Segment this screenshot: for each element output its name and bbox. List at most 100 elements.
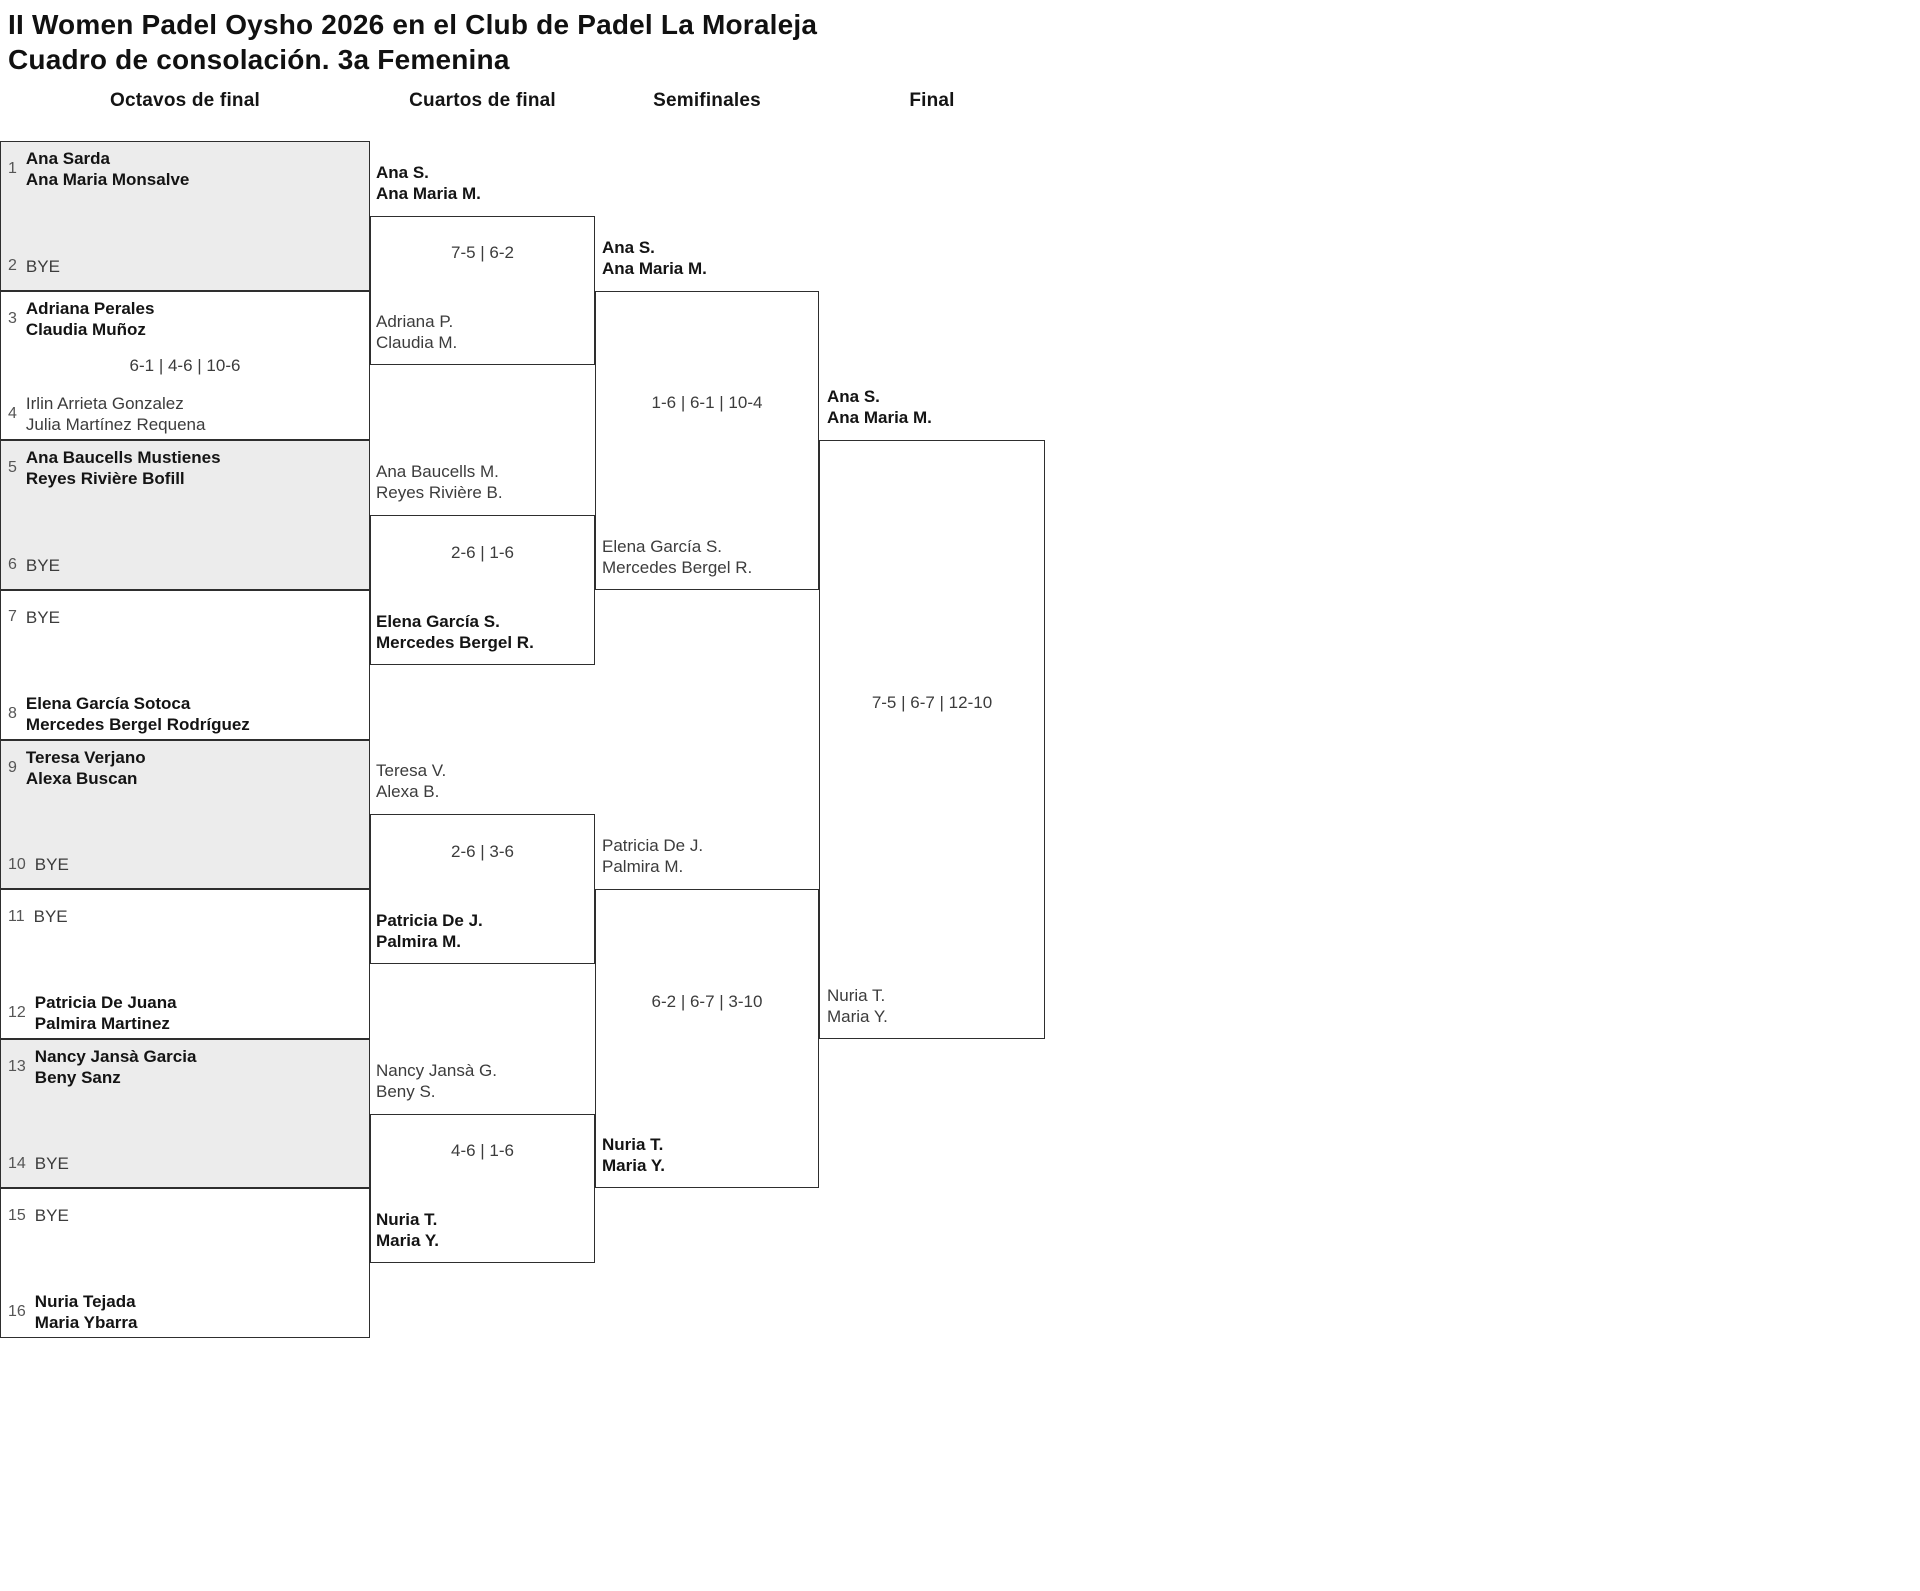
- final-match-box: [819, 440, 1045, 1039]
- team-name-line: Palmira Martinez: [34, 1013, 170, 1033]
- qf-team-label: Ana S.Ana Maria M.: [376, 162, 481, 204]
- team-name-line: Claudia M.: [376, 333, 458, 353]
- team-name-line: Ana Baucells Mustienes: [25, 448, 221, 468]
- match-score: 7-5 | 6-2: [450, 243, 514, 263]
- qf-team-label: Patricia De J.Palmira M.: [376, 910, 483, 952]
- round-header-1: Cuartos de final: [409, 90, 556, 111]
- team-name-line: Irlin Arrieta Gonzalez: [25, 394, 184, 414]
- qf-team-label: Nancy Jansà G.Beny S.: [376, 1060, 497, 1102]
- qf-team-label: Teresa V.Alexa B.: [376, 760, 446, 802]
- qf-match-box: [370, 515, 595, 665]
- team-name-line: Maria Ybarra: [34, 1313, 138, 1332]
- seed-number: 5: [8, 459, 17, 477]
- tournament-title: II Women Padel Oysho 2026 en el Club de …: [8, 9, 818, 40]
- final-team-label: Ana S.Ana Maria M.: [827, 386, 932, 428]
- team-name-line: Adriana Perales: [25, 298, 155, 318]
- team-name-line: Patricia De Juana: [34, 992, 177, 1012]
- qf-team-label: Elena García S.Mercedes Bergel R.: [376, 611, 534, 653]
- match-score: 7-5 | 6-7 | 12-10: [871, 692, 993, 712]
- seed-number: 9: [8, 758, 17, 776]
- team-name-line: Reyes Rivière B.: [376, 483, 503, 503]
- round-header-0: Octavos de final: [110, 90, 260, 111]
- sf-team-label: Nuria T.Maria Y.: [602, 1134, 665, 1176]
- seed-number: 4: [8, 405, 17, 423]
- team-slot: 11 BYE: [8, 906, 68, 927]
- seed-number: 2: [8, 257, 17, 275]
- team-name-line: Ana S.: [827, 387, 880, 407]
- team-name-line: BYE: [33, 907, 68, 927]
- team-name-line: Reyes Rivière Bofill: [25, 469, 185, 489]
- sf-match-box: [595, 290, 819, 590]
- qf-match-box: [370, 814, 595, 964]
- team-name-line: BYE: [34, 855, 69, 875]
- bye-label: BYE: [35, 1205, 69, 1226]
- round-header-3: Final: [909, 90, 955, 111]
- team-name-line: Patricia De J.: [376, 910, 483, 930]
- seed-number: 3: [8, 309, 17, 327]
- team-name-line: Palmira M.: [602, 857, 684, 877]
- team-name-line: Mercedes Bergel R.: [376, 632, 534, 652]
- team-name-line: Elena García S.: [376, 611, 500, 631]
- sf-team-label: Elena García S.Mercedes Bergel R.: [602, 536, 752, 578]
- bye-label: BYE: [35, 1153, 69, 1174]
- final-team-label: Nuria T.Maria Y.: [827, 985, 888, 1027]
- team-name-line: BYE: [34, 1206, 69, 1226]
- team-name-line: Nuria T.: [376, 1210, 438, 1230]
- bye-label: BYE: [35, 854, 69, 875]
- team-name-line: Mercedes Bergel R.: [602, 557, 753, 577]
- team-name-line: Nuria Tejada: [34, 1292, 136, 1311]
- team-name-line: Claudia Muñoz: [25, 319, 146, 339]
- team-name-line: Ana S.: [376, 162, 429, 182]
- qf-match-box: [370, 215, 595, 366]
- bracket-subtitle: Cuadro de consolación. 3a Femenina: [8, 44, 510, 75]
- team-name-line: Ana Sarda: [25, 149, 110, 168]
- sf-team-label: Ana S.Ana Maria M.: [602, 237, 707, 279]
- bye-label: BYE: [26, 256, 60, 277]
- team-name-line: Maria Y.: [827, 1006, 888, 1026]
- seed-number: 1: [8, 160, 17, 177]
- team-name-line: Maria Y.: [602, 1156, 666, 1176]
- seed-number: 16: [8, 1303, 26, 1320]
- team-name-line: BYE: [25, 555, 60, 575]
- qf-team-label: Adriana P.Claudia M.: [376, 311, 457, 353]
- match-score: 4-6 | 1-6: [450, 1141, 514, 1161]
- bye-label: BYE: [34, 906, 68, 927]
- team-name-line: Mercedes Bergel Rodríguez: [25, 714, 250, 734]
- team-name-line: Alexa Buscan: [25, 768, 138, 788]
- match-score: 2-6 | 3-6: [450, 841, 514, 861]
- title-block: II Women Padel Oysho 2026 en el Club de …: [8, 7, 817, 77]
- team-name-line: Ana Maria Monsalve: [25, 170, 190, 189]
- match-score: 6-1 | 4-6 | 10-6: [129, 355, 241, 375]
- sf-match-box: [595, 889, 819, 1189]
- team-name-line: Nuria T.: [602, 1135, 664, 1155]
- match-score: 2-6 | 1-6: [450, 542, 514, 562]
- team-name-line: Alexa B.: [376, 782, 440, 802]
- team-name-line: Teresa V.: [376, 761, 447, 781]
- round-header-2: Semifinales: [653, 90, 761, 111]
- match-score: 1-6 | 6-1 | 10-4: [651, 393, 763, 413]
- seed-number: 13: [8, 1057, 26, 1075]
- team-name-line: Nuria T.: [827, 985, 886, 1005]
- team-name-line: Palmira M.: [376, 931, 462, 951]
- team-name-line: Ana S.: [602, 237, 655, 257]
- team-name-line: Elena García S.: [602, 536, 723, 556]
- team-name-line: Ana Maria M.: [827, 408, 932, 428]
- seed-number: 11: [8, 907, 25, 925]
